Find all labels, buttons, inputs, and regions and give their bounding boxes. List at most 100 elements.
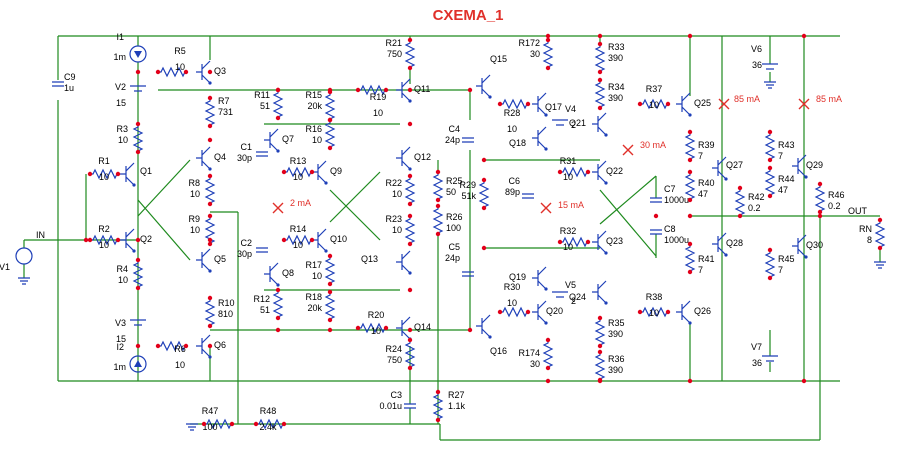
current-probe-marker [718,98,730,110]
transistor-ref: Q12 [414,152,431,162]
ground-symbol [18,277,30,285]
source-ref: V6 [751,44,762,54]
resistor-value: 10 [649,100,659,110]
transistor-ref: Q17 [545,102,562,112]
transistor-q1: Q1 [120,162,152,187]
input-label: IN [36,230,45,240]
junction-dot [407,121,413,127]
junction-dot [435,231,441,237]
transistor-q27: Q27 [712,156,743,181]
transistor-q14: Q14 [396,316,431,341]
voltage-source-v5: V52 [552,280,576,306]
wires [23,35,881,441]
transistor-ref: Q13 [361,254,378,264]
resistor-value: 10 [649,308,659,318]
resistor-ref: R45 [778,254,795,264]
junction-dot [435,169,441,175]
junction-dot [407,87,413,93]
junction-dot [597,77,603,83]
resistor-value: 0.2 [828,201,841,211]
resistor-ref: R9 [188,214,200,224]
transistor-ref: Q15 [490,54,507,64]
resistor-value: 750 [387,355,402,365]
resistor-value: 10 [392,189,402,199]
resistor-value: 7 [778,151,783,161]
resistor-ref: R38 [646,292,663,302]
junction-dot [327,145,333,151]
capacitor-value: 0.01u [379,401,402,411]
resistor-ref: R21 [385,38,402,48]
junction-dot [737,213,743,219]
junction-dot [281,237,287,243]
capacitor-ref: C2 [240,238,252,248]
current-annotation: 85 mA [734,94,760,104]
transistor-q29: Q29 [792,154,823,179]
junction-dot [229,421,235,427]
junction-dot [135,149,141,155]
transistor-ref: Q16 [490,346,507,356]
capacitor-value: 24p [445,253,460,263]
resistor-ref: R36 [608,354,625,364]
resistor-ref: R11 [254,90,270,100]
resistor-ref: R30 [504,282,521,292]
junction-dot [207,323,213,329]
junction-dot [275,315,281,321]
junction-dot [557,239,563,245]
resistor-value: 0.2 [748,203,761,213]
resistor-ref: R46 [828,190,845,200]
transistor-ref: Q7 [282,134,294,144]
transistor-ref: Q6 [214,340,226,350]
resistor-ref: R40 [698,178,715,188]
resistor-value: 30 [530,359,540,369]
junction-dot [135,257,141,263]
resistor-value: 10 [373,108,383,118]
junction-dot [207,201,213,207]
ground-symbol [186,423,198,431]
transistor-q8: Q8 [264,262,294,287]
resistor-ref: R16 [305,124,322,134]
transistor-q4: Q4 [196,146,226,171]
ground-symbol [764,81,776,89]
transistor-q20: Q20 [532,300,563,325]
junction-dot [383,325,389,331]
junction-dot [687,241,693,247]
junction-dot [653,213,659,219]
source-ref: V2 [115,82,126,92]
junction-dot [207,213,213,219]
ground-symbol [874,261,886,269]
wire [329,189,381,241]
current-annotation: 15 mA [558,200,584,210]
resistor-value: 51 [260,305,270,315]
junction-dot [135,69,141,75]
source-value: 2 [571,120,576,130]
transistor-ref: Q18 [509,138,526,148]
resistor-ref: R19 [370,92,387,102]
junction-dot [817,181,823,187]
transistor-q30: Q30 [792,234,823,259]
junction-dot [597,41,603,47]
resistor-value: 20k [307,101,322,111]
capacitor-value: 89p [505,187,520,197]
junction-dot [327,117,333,123]
junction-dot [435,203,441,209]
resistor-value: 1.1k [448,401,466,411]
